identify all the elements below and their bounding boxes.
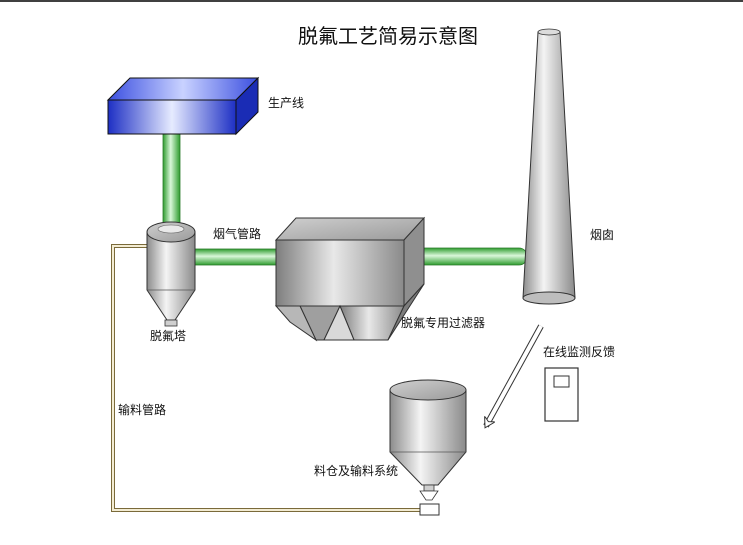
diagram-title: 脱氟工艺简易示意图 xyxy=(298,24,478,48)
monitoring-device xyxy=(544,367,579,422)
label-production-line: 生产线 xyxy=(268,96,304,110)
production-line-box xyxy=(106,76,260,136)
label-silo-conveying: 料仓及输料系统 xyxy=(314,463,398,478)
label-online-monitoring: 在线监测反馈 xyxy=(543,345,615,359)
feedback-arrow xyxy=(486,325,543,426)
label-conveying-pipe: 输料管路 xyxy=(118,402,166,417)
label-flue-gas-pipe: 烟气管路 xyxy=(213,226,261,241)
label-defluorination-tower: 脱氟塔 xyxy=(150,328,186,343)
conveying-pipe-inner xyxy=(112,245,420,511)
defluorination-tower xyxy=(146,221,196,327)
label-defluorination-filter: 脱氟专用过滤器 xyxy=(401,315,485,330)
flue-gas-pipe-1 xyxy=(194,248,281,266)
label-chimney: 烟囱 xyxy=(590,228,614,242)
chimney xyxy=(522,28,576,305)
silo xyxy=(389,379,467,516)
defluorination-filter xyxy=(274,216,426,342)
